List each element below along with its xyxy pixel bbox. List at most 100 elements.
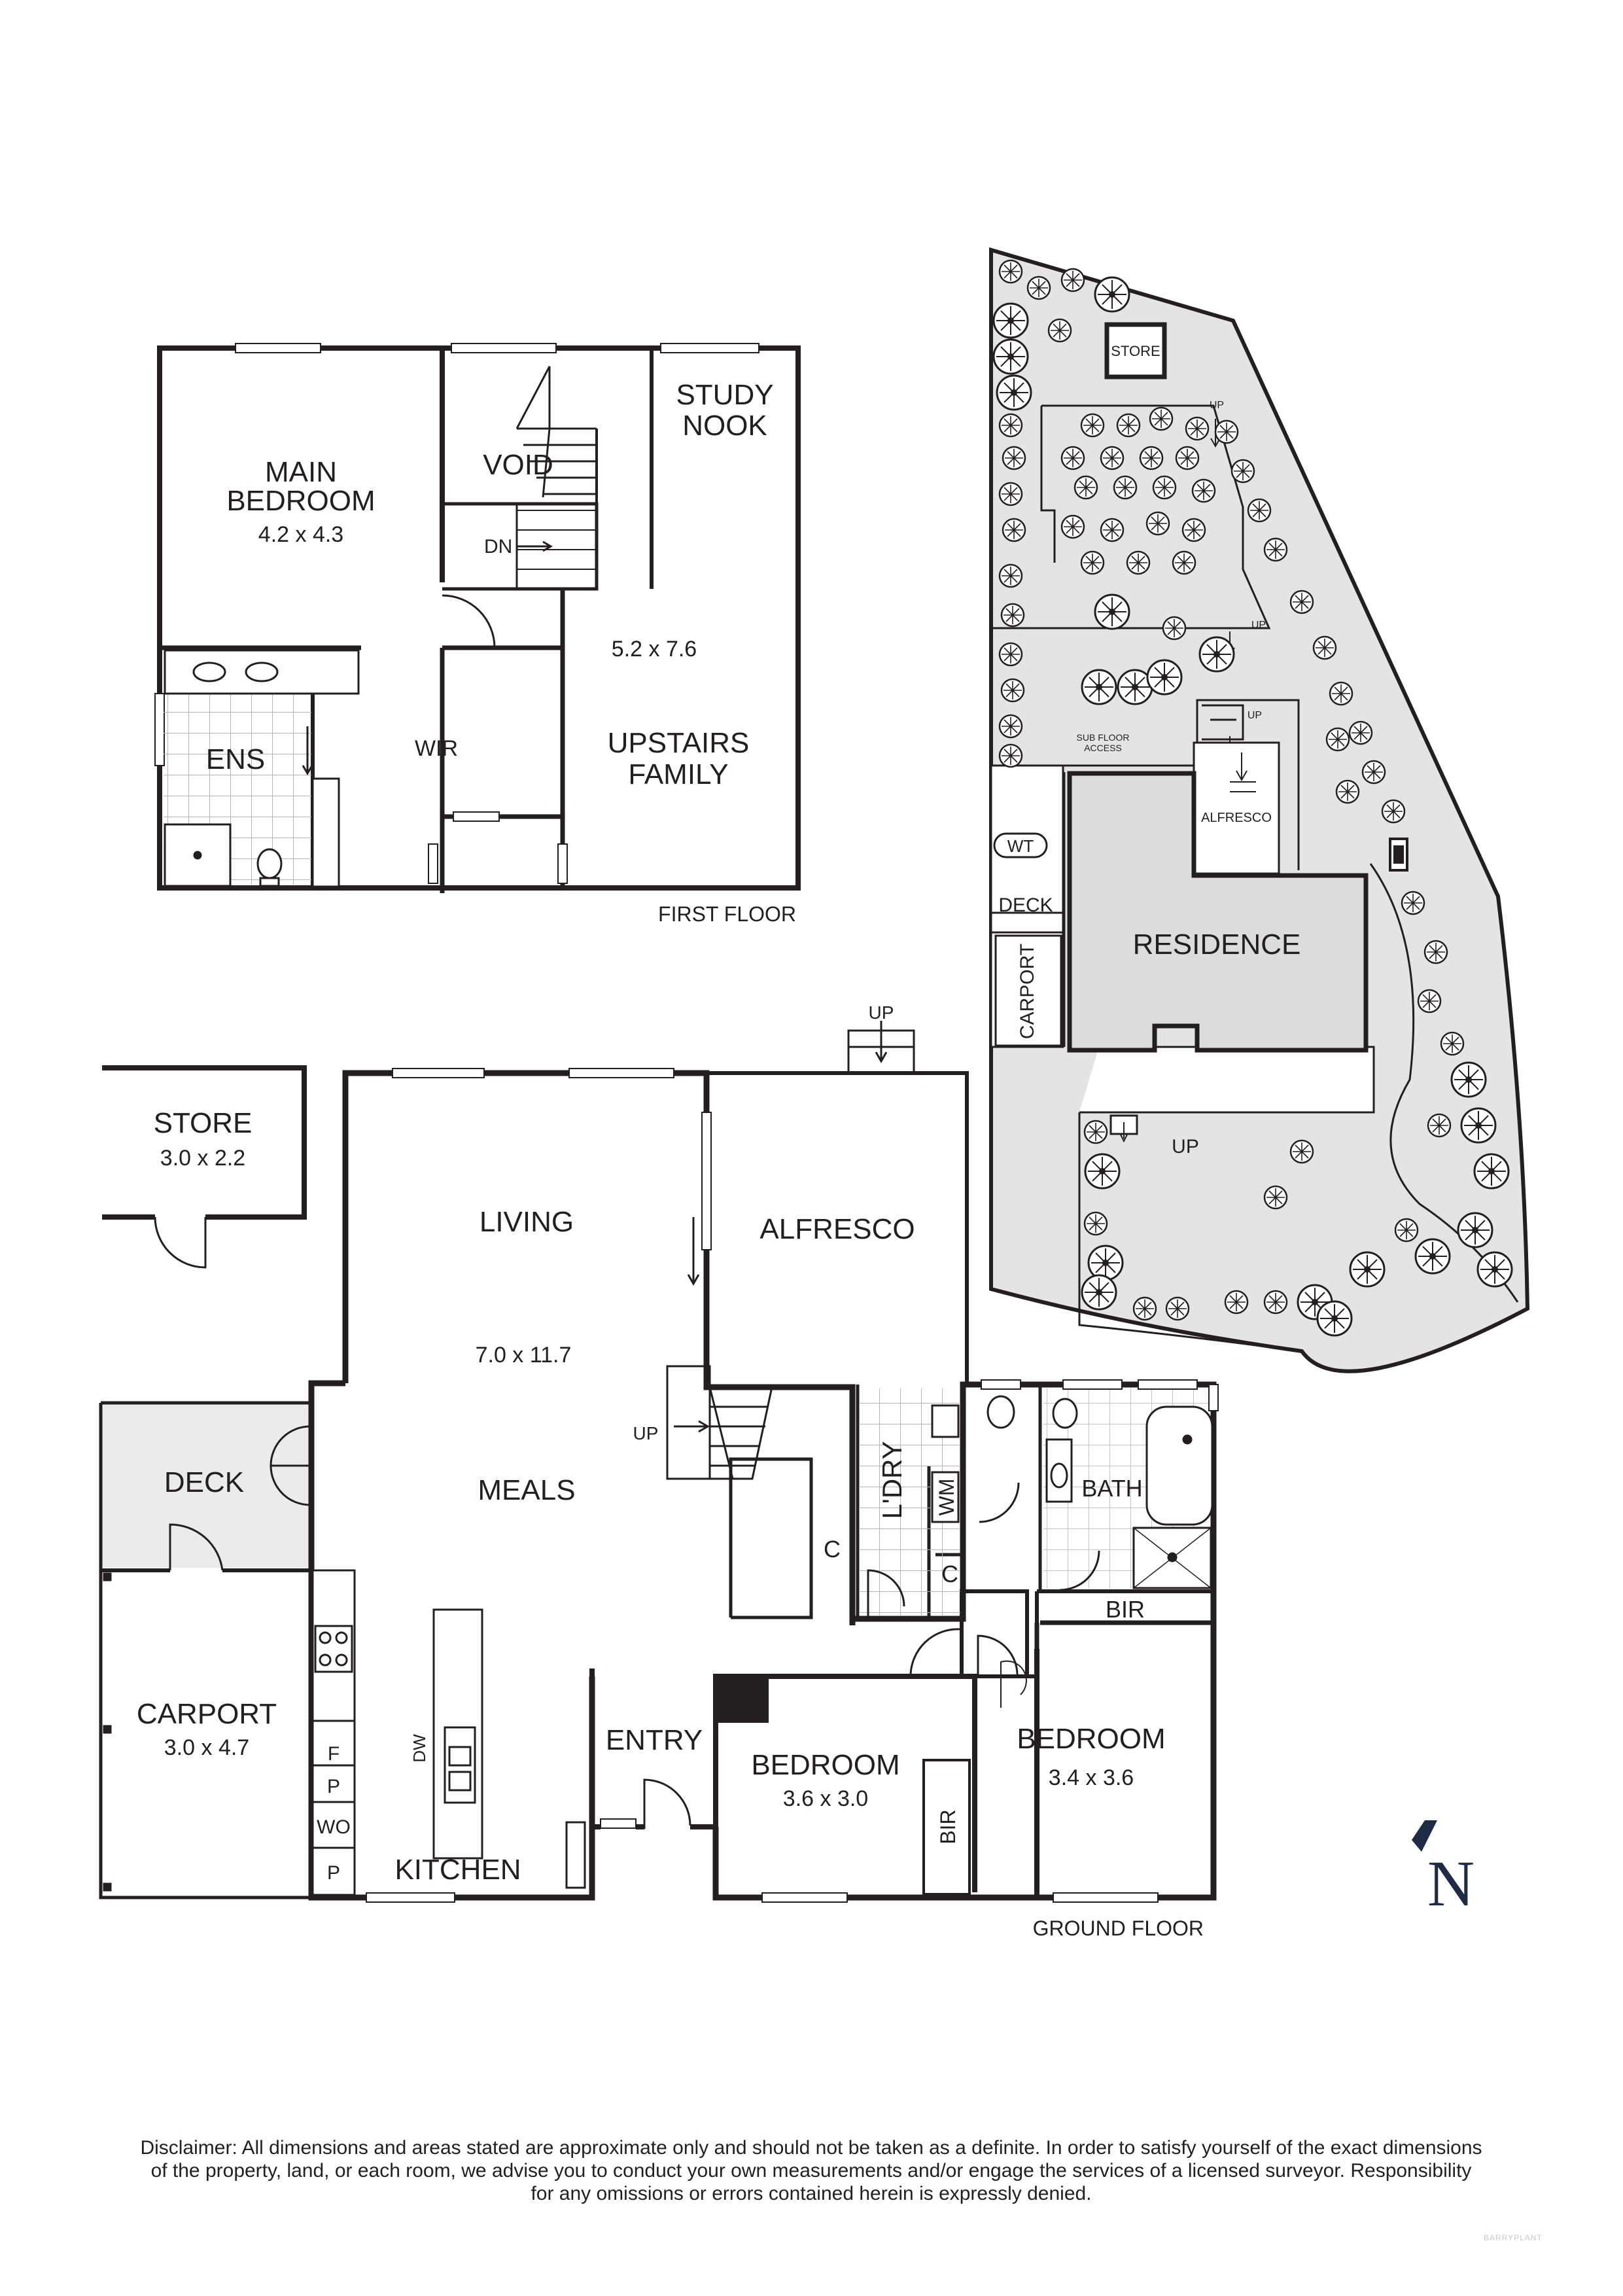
bedroom-2-label: BEDROOM <box>1017 1723 1165 1755</box>
pantry-1 <box>311 1764 356 1803</box>
first-floor-heading: FIRST FLOOR <box>658 902 796 926</box>
site-store <box>1104 322 1167 380</box>
ground-floor-labels: LIVING 7.0 x 11.7 MEALS ALFRESCO UP UP F… <box>317 1002 1204 1940</box>
site-up-label-4: UP <box>1172 1136 1199 1157</box>
window <box>761 1892 848 1903</box>
toilet <box>256 848 283 879</box>
window <box>235 343 321 353</box>
disclaimer: Disclaimer: All dimensions and areas sta… <box>72 2136 1550 2205</box>
living-north-wall <box>342 1070 856 1625</box>
window <box>981 1379 1021 1390</box>
bir-2-label: BIR <box>936 1809 960 1844</box>
first-floor-stairs <box>515 366 597 590</box>
wir-label: WIR <box>415 736 458 761</box>
compass-letter: N <box>1427 1847 1475 1920</box>
wet-area-fittings <box>867 1395 1213 1617</box>
site-carport-label: CARPORT <box>1017 944 1038 1039</box>
cooktop <box>314 1625 353 1673</box>
north-compass: N <box>1412 1820 1475 1920</box>
alfresco-step <box>847 1021 915 1074</box>
window <box>557 843 568 884</box>
window <box>600 1818 637 1829</box>
pantry-2-label: P <box>327 1862 340 1884</box>
fridge-label: F <box>328 1743 340 1765</box>
residence-label: RESIDENCE <box>1133 928 1301 961</box>
site-up-label-2: UP <box>1251 620 1266 631</box>
toilet <box>986 1395 1015 1429</box>
bedroom-fittings <box>718 1628 1027 1896</box>
disclaimer-line-1: Disclaimer: All dimensions and areas sta… <box>140 2137 1482 2159</box>
store-dims: 3.0 x 2.2 <box>160 1146 245 1171</box>
site-up-label-1: UP <box>1210 400 1224 411</box>
meals-label: MEALS <box>478 1474 575 1506</box>
basin <box>192 662 226 682</box>
window <box>392 1068 485 1078</box>
bedroom-hall-wall <box>960 1589 1037 1678</box>
window <box>568 1068 674 1078</box>
upstairs-family-label-2: FAMILY <box>628 758 728 790</box>
water-tank <box>993 832 1048 858</box>
wir-shelf <box>311 777 340 888</box>
void-label: VOID <box>483 449 553 481</box>
carport-dims: 3.0 x 4.7 <box>164 1735 249 1760</box>
upstairs-family-dims: 5.2 x 7.6 <box>612 637 697 662</box>
alfresco-outline <box>707 1071 969 1387</box>
first-floor-windows <box>154 343 759 884</box>
entry-label: ENTRY <box>606 1724 703 1756</box>
bedroom-2-dims: 3.4 x 3.6 <box>1049 1765 1134 1790</box>
laundry-tub <box>931 1404 960 1438</box>
window <box>1053 1892 1159 1903</box>
deck-label: DECK <box>164 1466 244 1498</box>
bir-1-label: BIR <box>1106 1596 1145 1623</box>
laundry-label: L'DRY <box>877 1441 907 1519</box>
brand-watermark: BARRYPLANT <box>1484 2233 1543 2242</box>
ground-floor-heading: GROUND FLOOR <box>1033 1916 1204 1940</box>
deck-carport-walls <box>99 1401 311 1899</box>
garden-path <box>991 404 1271 629</box>
window <box>1208 1384 1219 1411</box>
cupboard-walls <box>729 1457 813 1619</box>
window <box>451 343 557 353</box>
bir-2-cupboard <box>922 1759 971 1896</box>
window <box>154 693 165 766</box>
wt-label: WT <box>1007 836 1034 856</box>
wall-stair-well <box>442 645 565 819</box>
study-nook-label-1: STUDY <box>676 379 773 411</box>
entry-door <box>592 1778 716 1829</box>
toilet-2 <box>1052 1398 1078 1429</box>
upstairs-family-label-1: UPSTAIRS <box>608 727 750 759</box>
sub-floor-label-2: ACCESS <box>1084 743 1122 753</box>
site-store-label: STORE <box>1111 343 1160 359</box>
pantry-2 <box>311 1846 356 1896</box>
window <box>660 343 759 353</box>
window <box>428 843 438 884</box>
carport-label: CARPORT <box>137 1698 277 1730</box>
washing-machine <box>931 1471 960 1523</box>
first-floor-labels: MAIN BEDROOM 4.2 x 4.3 VOID STUDY NOOK D… <box>206 379 796 926</box>
wo-label: WO <box>317 1816 351 1838</box>
cupboard-2-label: C <box>941 1561 958 1587</box>
site-deck-label: DECK <box>998 894 1053 916</box>
stair-up-label: UP <box>633 1423 659 1443</box>
main-bedroom-label: MAIN <box>265 456 337 488</box>
alfresco-up-label: UP <box>869 1002 894 1023</box>
kitchen-label: KITCHEN <box>394 1854 521 1886</box>
pantry-1-label: P <box>327 1776 340 1797</box>
window <box>701 1112 712 1250</box>
site-plan: STORE UP UP UP SUB FLOOR ACCESS ALFRESCO… <box>989 247 1530 1373</box>
store-building <box>102 1065 307 1269</box>
compass-pointer-icon <box>1412 1820 1437 1852</box>
site-alfresco-label: ALFRESCO <box>1201 811 1272 825</box>
bathtub <box>1145 1405 1213 1526</box>
cupboard-1-label: C <box>824 1536 841 1563</box>
slider-arrow <box>687 1217 700 1286</box>
ensuite-fixtures <box>164 649 360 888</box>
main-bedroom-dims: 4.2 x 4.3 <box>258 522 343 547</box>
kitchen-fittings <box>311 1569 595 1896</box>
first-floor-doors <box>302 594 496 775</box>
bath-label: BATH <box>1081 1475 1142 1502</box>
window <box>1062 1379 1123 1390</box>
residence <box>1067 771 1369 1053</box>
ground-floor-stairs <box>666 1365 773 1480</box>
